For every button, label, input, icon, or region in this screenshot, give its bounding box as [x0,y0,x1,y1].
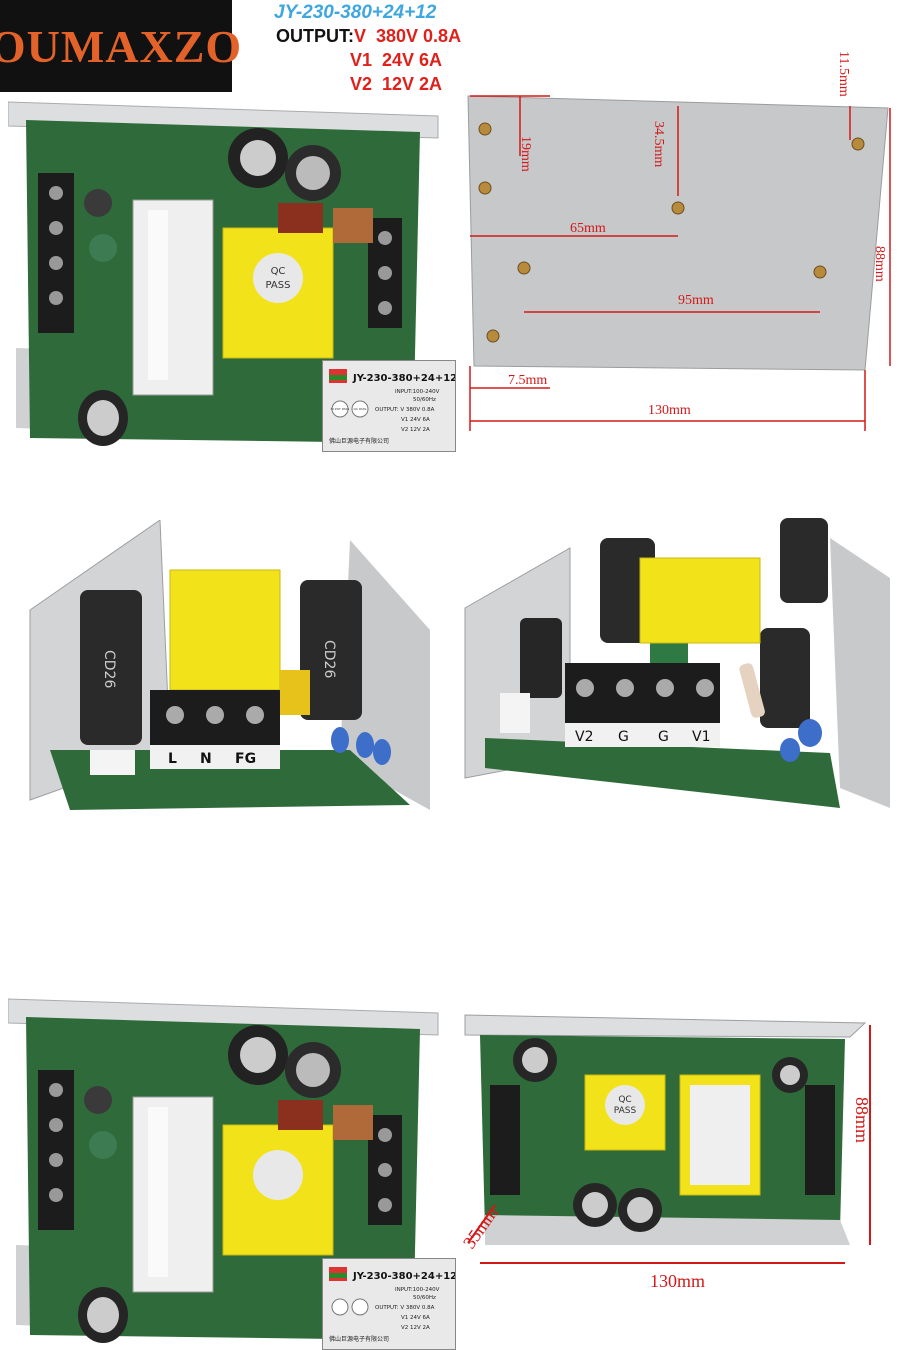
brand-logo-text: OUMAXZO [0,20,243,72]
qc-sticker-line1-a: QC [271,266,286,277]
output-v2-line: V2 12V 2A [350,74,443,94]
dim-65mm: 65mm [570,221,606,236]
dim-11-5mm: 11.5mm [836,51,851,97]
cap-print-b: CD26 [321,640,337,678]
terminal-label-n: N [200,751,212,767]
dim-130mm: 130mm [648,403,691,418]
label-plate-freq: 50/60Hz [413,1295,436,1301]
badge-hipot: HI-POT PASS [331,407,350,411]
label-plate-out-v: OUTPUT: V 380V 0.8A [375,407,435,413]
terminal-label-g-2: G [658,729,669,745]
dim-34-5mm: 34.5mm [651,121,666,167]
terminal-label-v1: V1 [692,729,710,745]
label-plate-company: 佛山巨源电子有限公司 [329,437,389,445]
label-plate-out-v1: V1 24V 6A [401,1315,430,1321]
photo-rear-angle: V2 G G V1 [460,518,900,818]
label-plate-out-v2: V2 12V 2A [401,1325,430,1331]
label-plate-out-v2: V2 12V 2A [401,427,430,433]
label-plate-input: INPUT:100-240V [395,389,440,395]
dim-19mm: 19mm [518,136,533,172]
model-title: JY-230-380+24+12 [274,2,437,23]
label-plate-out-v: OUTPUT: V 380V 0.8A [375,1305,435,1311]
terminal-label-g-1: G [618,729,629,745]
label-plate-repeat: JY-230-380+24+12 INPUT:100-240V 50/60Hz … [322,1258,456,1350]
photo-top-view: QC PASS [8,98,448,453]
dim-7-5mm: 7.5mm [508,373,547,388]
photo-front-angle: CD26 CD26 L N FG [10,520,440,820]
qc-sticker-line2-a: PASS [266,280,291,291]
label-plate-out-v1: V1 24V 6A [401,417,430,423]
qc-sticker-line1-b: QC [618,1095,631,1105]
terminal-label-l: L [168,751,177,767]
brand-logo: OUMAXZO [0,0,241,92]
label-plate-company: 佛山巨源电子有限公司 [329,1335,389,1343]
output-label: OUTPUT: [276,26,354,46]
badge-qc: QC PASS [354,407,367,411]
label-plate: JY-230-380+24+12 INPUT:100-240V 50/60Hz … [322,360,456,452]
label-plate-input: INPUT:100-240V [395,1287,440,1293]
dim-95mm: 95mm [678,293,714,308]
label-plate-freq: 50/60Hz [413,397,436,403]
dim-height-88mm: 88mm [852,1097,872,1143]
cap-print-a: CD26 [101,650,117,688]
label-plate-model: JY-230-380+24+12 [352,1271,455,1282]
dim-88mm: 88mm [872,246,887,282]
terminal-label-v2: V2 [575,729,593,745]
output-v1-line: V1 24V 6A [350,50,443,70]
terminal-label-fg: FG [235,751,256,767]
photo-dimension-drawing: 19mm 34.5mm 11.5mm 65mm 95mm 88mm 7.5mm … [460,36,900,446]
qc-sticker-line2-b: PASS [614,1106,637,1116]
photo-side-dimensions: QC PASS 130mm 88mm 35mm [450,1005,900,1305]
output-main-line: OUTPUT:V 380V 0.8A [276,26,461,47]
dim-width-130mm: 130mm [650,1271,705,1291]
label-plate-model: JY-230-380+24+12 [352,373,455,384]
output-main-value: V 380V 0.8A [354,26,462,46]
